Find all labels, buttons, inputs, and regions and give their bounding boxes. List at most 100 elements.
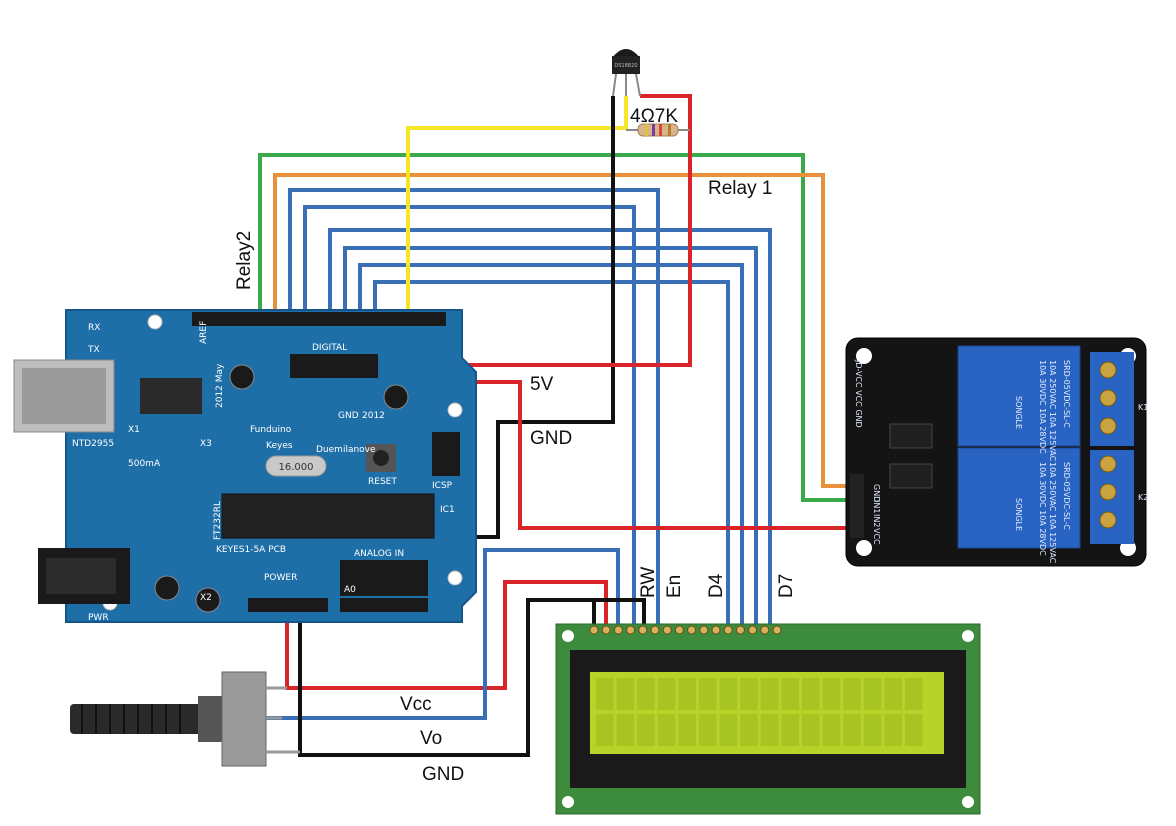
pwr-silk: PWR bbox=[88, 613, 109, 623]
year-text: 2012 bbox=[362, 411, 385, 421]
year-may-silk: 2012 May bbox=[215, 363, 225, 408]
crystal-text: 16.000 bbox=[279, 462, 314, 473]
aref-silk: AREF bbox=[199, 321, 209, 344]
wire-red-sensor-5v bbox=[460, 94, 692, 367]
lcd-cell bbox=[802, 714, 820, 746]
lcd-cell bbox=[699, 678, 717, 710]
lcd-cell bbox=[884, 714, 902, 746]
lcd-cell bbox=[637, 678, 655, 710]
model-text: Duemilanove bbox=[316, 445, 376, 455]
lcd-pin bbox=[735, 625, 745, 635]
digital-silk: DIGITAL bbox=[312, 343, 347, 353]
wire-green-relay2 bbox=[258, 153, 850, 502]
wire-blue-5 bbox=[358, 263, 744, 628]
lcd-pin bbox=[638, 625, 648, 635]
relay-pin-header bbox=[850, 474, 864, 538]
relay-k2-rating2: 10A 30VDC 10A 28VDC bbox=[1038, 462, 1047, 556]
relay-pin-gnd: GND bbox=[872, 484, 881, 502]
lcd-cell bbox=[863, 678, 882, 710]
lcd-pin bbox=[601, 625, 611, 635]
wire-blue-3 bbox=[328, 228, 772, 628]
label-en: En bbox=[664, 575, 685, 598]
relay-k1-model: SRD-05VDC-SL-C bbox=[1062, 360, 1071, 428]
lcd-cell bbox=[596, 678, 614, 710]
analog-header bbox=[340, 598, 428, 612]
lcd-pin bbox=[772, 625, 782, 635]
icsp-silk: ICSP bbox=[432, 481, 453, 491]
labels: 4Ω7K Relay 1 Relay2 5V GND RW En D4 D7 V… bbox=[234, 106, 797, 785]
lcd-cell bbox=[760, 714, 779, 746]
pot-body bbox=[221, 671, 267, 767]
relay-module: SRD-05VDC-SL-C 10A 250VAC 10A 125VAC 10A… bbox=[845, 337, 1148, 567]
pin-header-colored bbox=[290, 354, 378, 378]
label-vo: Vo bbox=[420, 728, 442, 749]
sensor-face bbox=[612, 56, 640, 74]
relay-k1-rating1: 10A 250VAC 10A 125VAC bbox=[1048, 360, 1057, 462]
lcd-pin bbox=[626, 625, 636, 635]
label-rw: RW bbox=[638, 567, 659, 598]
relay-k2-model: SRD-05VDC-SL-C bbox=[1062, 462, 1071, 530]
lcd-cell bbox=[843, 714, 861, 746]
wire-blue-4 bbox=[343, 246, 758, 628]
lcd-module bbox=[555, 623, 981, 815]
label-d4: D4 bbox=[706, 573, 727, 598]
k1-label: K1 bbox=[1138, 403, 1148, 412]
label-resistor: 4Ω7K bbox=[630, 106, 678, 127]
wire-orange-relay1 bbox=[273, 173, 850, 488]
icsp-header bbox=[432, 432, 460, 476]
lcd-pin bbox=[674, 625, 684, 635]
lcd-cell bbox=[822, 678, 841, 710]
lcd-cell bbox=[760, 678, 779, 710]
ft-silk: FT232RL bbox=[213, 501, 223, 540]
lcd-cell bbox=[905, 714, 923, 746]
x2-silk: X2 bbox=[200, 593, 212, 603]
crystal bbox=[265, 455, 327, 477]
relay-k2 bbox=[957, 447, 1081, 549]
relay-k1-rating2: 10A 30VDC 10A 28VDC bbox=[1038, 360, 1047, 454]
lcd-cell bbox=[719, 678, 738, 710]
wires bbox=[258, 94, 850, 757]
lcd-cell bbox=[863, 714, 882, 746]
x1-silk: X1 bbox=[128, 425, 140, 435]
label-relay2: Relay2 bbox=[234, 231, 255, 290]
lcd-cell bbox=[905, 678, 923, 710]
lcd-cell bbox=[884, 678, 902, 710]
lcd-char-grid bbox=[596, 678, 923, 746]
potentiometer bbox=[70, 671, 300, 767]
lcd-cell bbox=[596, 714, 614, 746]
power-silk: POWER bbox=[264, 573, 297, 583]
wire-black-sensor-gnd bbox=[460, 96, 615, 539]
brand2-text: Keyes bbox=[266, 441, 293, 451]
lcd-pin bbox=[687, 625, 697, 635]
lcd-pin bbox=[699, 625, 709, 635]
brand-text: Funduino bbox=[250, 425, 292, 435]
ft-chip bbox=[140, 378, 202, 414]
atmega-chip bbox=[221, 493, 435, 539]
lcd-pins bbox=[589, 625, 782, 635]
lcd-pin bbox=[723, 625, 733, 635]
rx-silk: RX bbox=[88, 323, 100, 333]
k2-label: K2 bbox=[1138, 493, 1148, 502]
lcd-cell bbox=[781, 714, 799, 746]
relay-k1 bbox=[957, 345, 1081, 447]
lcd-pin bbox=[613, 625, 623, 635]
wire-black-gnd-rw bbox=[594, 598, 646, 628]
lcd-cell bbox=[822, 714, 841, 746]
wire-yellow-data bbox=[406, 96, 628, 312]
resistor bbox=[626, 123, 690, 137]
temperature-sensor: DS18B20 bbox=[612, 49, 641, 97]
relay-pin-vcc: VCC bbox=[872, 528, 881, 545]
lcd-cell bbox=[616, 714, 635, 746]
lcd-pin bbox=[711, 625, 721, 635]
chip2-silk: 500mA bbox=[128, 459, 161, 469]
wire-black-gnd bbox=[298, 598, 596, 757]
lcd-pin bbox=[748, 625, 758, 635]
lcd-cell bbox=[802, 678, 820, 710]
wire-red-vcc bbox=[285, 580, 608, 690]
tx-silk: TX bbox=[87, 345, 100, 355]
pot-shaft bbox=[70, 704, 210, 734]
label-5v: 5V bbox=[530, 374, 554, 395]
label-gnd-bottom: GND bbox=[422, 764, 464, 785]
lcd-pin bbox=[589, 625, 599, 635]
relay-k2-songle: SONGLE bbox=[1014, 498, 1023, 531]
